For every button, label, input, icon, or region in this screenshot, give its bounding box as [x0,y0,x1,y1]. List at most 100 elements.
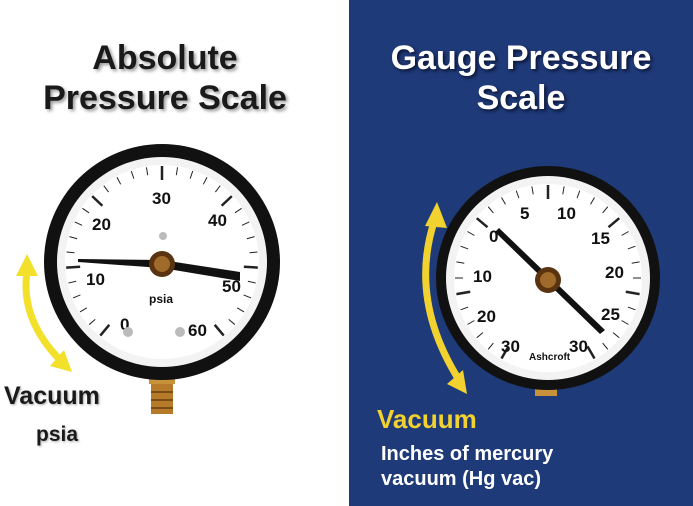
absolute-pressure-title: Absolute Pressure Scale [0,38,330,118]
dial-tick [487,342,494,350]
dial-tick [467,231,475,236]
dial-tick [247,280,256,284]
gauge-brand-label: Ashcroft [529,352,571,363]
dial-tick [243,265,258,269]
dial-tick [234,207,242,214]
dial-tick [243,294,252,299]
right-vacuum-arrow [422,202,467,394]
dial-tick [74,221,83,226]
dial-tick [627,306,636,311]
dial-tick [475,217,489,229]
dial-tick [69,236,78,240]
dial-tick [586,345,596,360]
dial-tick [236,307,245,313]
dial-tick [103,185,110,193]
gauge-label-30-right: 30 [569,337,588,356]
dial-tick [66,251,75,254]
absolute-label-30: 30 [152,189,171,208]
gauge-label-5: 5 [520,204,529,223]
dial-tick [487,206,494,214]
gauge-pressure-graphic: 30 20 10 0 5 10 15 20 25 30 Ashcroft [422,166,660,396]
dial-tick [249,251,258,254]
dial-tick [612,332,620,339]
dial-tick [145,167,149,176]
dial-tick [621,320,629,325]
absolute-label-50: 50 [222,277,241,296]
dial-tick [460,245,469,250]
dial-tick [562,186,565,195]
dial-tick [501,197,506,205]
gauge-label-10-right: 10 [557,204,576,223]
dial-tick [241,221,250,226]
absolute-stop-pin-left [123,327,133,337]
dial-tick [602,342,609,350]
dial-tick [500,345,510,360]
gauge-label-25: 25 [601,305,620,324]
gauge-vacuum-label: Vacuum [377,404,477,434]
absolute-label-10: 10 [86,270,105,289]
gauge-label-15: 15 [591,229,610,248]
left-vacuum-arrow [16,254,72,372]
absolute-unit-label: psia [149,292,173,306]
gauge-gauge-stem [535,386,557,396]
gauge-label-30-left: 30 [501,337,520,356]
gauge-label-10-left: 10 [473,267,492,286]
absolute-gauge-ticks [66,166,258,337]
absolute-gauge-needle [78,251,240,281]
dial-tick [228,318,236,325]
absolute-label-20: 20 [92,215,111,234]
dial-tick [189,170,194,179]
gauge-pressure-title: Gauge Pressure Scale [349,38,693,118]
dial-tick [175,167,179,176]
dial-tick [590,197,595,205]
dial-tick [82,207,90,214]
dial-tick [627,245,636,250]
gauge-title-line1: Gauge Pressure [390,39,652,77]
absolute-label-0: 0 [120,315,129,334]
gauge-label-0: 0 [489,227,498,246]
absolute-pressure-panel: Absolute Pressure Scale [0,0,345,506]
dial-tick [79,307,88,313]
dial-tick [456,261,465,264]
gauge-pressure-panel: Gauge Pressure Scale 30 20 10 0 [349,0,693,506]
dial-tick [476,332,484,339]
dial-tick [531,186,534,195]
dial-tick [625,290,640,296]
absolute-vacuum-label: Vacuum [4,382,100,410]
dial-tick [66,265,81,269]
gauge-label-20-left: 20 [477,307,496,326]
gauge-units-line2: vacuum (Hg vac) [381,468,542,490]
dial-tick [220,195,233,207]
dial-tick [68,280,77,284]
dial-tick [602,206,609,214]
dial-tick [214,185,221,193]
gauge-gauge-ticks [455,185,641,360]
dial-tick [88,318,96,325]
dial-tick [72,294,81,299]
dial-tick [99,324,111,337]
dial-tick [246,236,255,240]
dial-tick [515,190,520,199]
absolute-label-40: 40 [208,211,227,230]
absolute-stop-pin-right [175,327,185,337]
absolute-gauge-graphic: 0 10 20 30 40 50 60 psia [16,144,280,414]
gauge-title-line2: Scale [476,79,566,117]
dial-tick [456,290,471,296]
dial-tick [621,231,629,236]
dial-tick [631,261,640,264]
dial-tick [576,190,581,199]
dial-tick [460,306,469,311]
dial-tick [130,170,135,179]
dial-tick [91,195,104,207]
dial-tick [116,177,122,185]
gauge-label-20-right: 20 [605,263,624,282]
gauge-units-line1: Inches of mercury [381,443,554,465]
absolute-title-line2: Pressure Scale [43,79,287,117]
dial-tick [467,320,475,325]
absolute-label-60: 60 [188,321,207,340]
dial-tick [202,177,208,185]
dial-tick [213,324,225,337]
absolute-vacuum-units: psia [36,423,79,446]
absolute-title-line1: Absolute [92,39,238,77]
